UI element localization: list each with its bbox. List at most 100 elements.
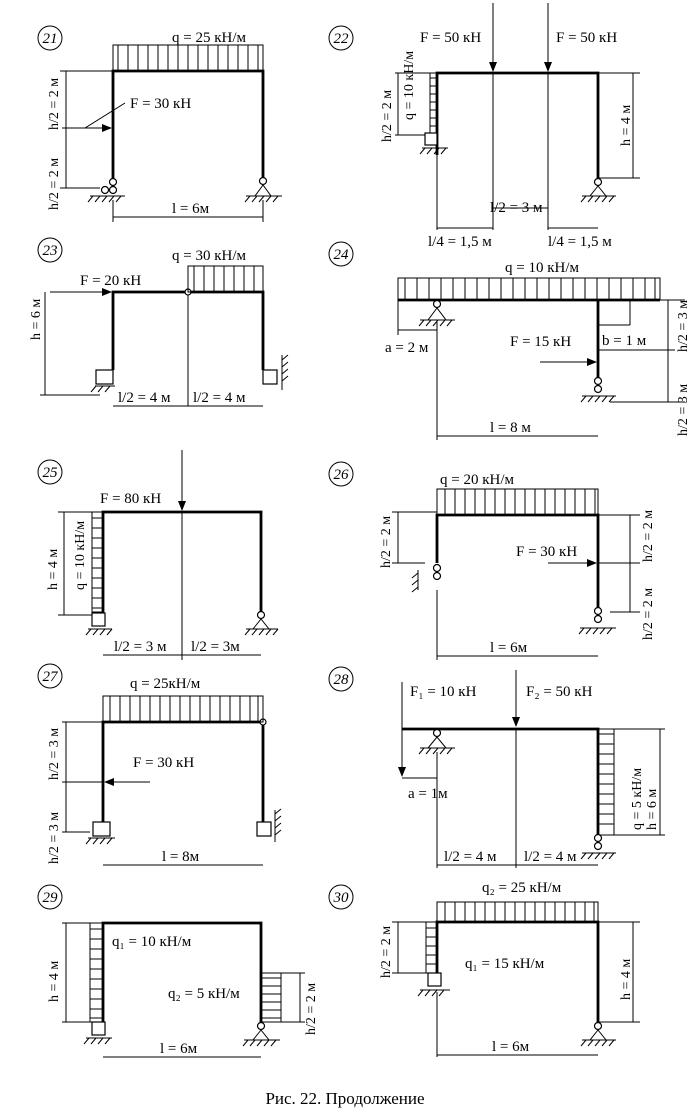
distributed-load xyxy=(597,728,615,836)
h-label: h = 4 м xyxy=(47,961,62,1002)
frame xyxy=(435,513,600,608)
distributed-load-q1 xyxy=(89,922,104,1023)
load-arrows xyxy=(444,489,596,515)
l-half-left-label: l/2 = 4 м xyxy=(444,849,497,865)
q1-label: q₁ = 10 кН/м xyxy=(112,934,192,950)
q2-label: q₂ = 25 кН/м xyxy=(482,880,562,896)
problem-number: 23 xyxy=(43,243,58,259)
h-half-label: h/2 = 2 м xyxy=(379,926,394,978)
h-top-label: h/2 = 3 м xyxy=(47,728,62,780)
frame xyxy=(435,920,600,1022)
F-label: F = 30 кН xyxy=(130,96,191,112)
problem-23: 23 q = 30 кН/м F = 20 кН h = 6 м l/2 = 4… xyxy=(29,237,289,407)
problem-29: 29 q₁ = 10 кН/м q₂ = 5 кН/м h/2 = 2 м h … xyxy=(37,884,319,1058)
problem-number: 29 xyxy=(43,890,59,906)
l-half-right-label: l/2 = 4 м xyxy=(524,849,577,865)
distributed-load xyxy=(102,695,264,723)
pin-support xyxy=(593,177,603,187)
a-label: a = 1м xyxy=(408,786,448,802)
problem-number-circle xyxy=(37,884,63,910)
roller-support-left xyxy=(95,369,114,385)
q-label: q = 25кН/м xyxy=(130,676,201,692)
problem-number-circle xyxy=(328,884,354,910)
F-label: F = 20 кН xyxy=(80,273,141,289)
load-arrows xyxy=(430,77,437,127)
l-half-right-label: l/2 = 3м xyxy=(191,639,240,655)
problem-26: 26 q = 20 кН/м F = 30 кН h/2 = 2 м h/2 =… xyxy=(328,461,656,660)
frame xyxy=(101,720,265,822)
load-arrows xyxy=(404,278,656,300)
h-bottom-label: h/2 = 3 м xyxy=(47,812,62,864)
l-quarter-right-label: l/4 = 1,5 м xyxy=(548,234,612,250)
F-right-label: F = 50 кН xyxy=(556,30,617,46)
problem-number: 25 xyxy=(43,465,59,481)
hinge-support xyxy=(593,376,603,386)
problem-30: 30 q₂ = 25 кН/м q₁ = 15 кН/м h/2 = 2 м xyxy=(328,880,640,1057)
l-half-label: l/2 = 3 м xyxy=(490,200,543,216)
l-label: l = 8 м xyxy=(490,420,531,436)
q-label: q = 10 кН/м xyxy=(402,51,417,120)
h-label: h = 4 м xyxy=(619,105,634,146)
load-arrows xyxy=(92,517,103,609)
h-half-label: h/2 = 2 м xyxy=(304,983,319,1035)
pin-support xyxy=(432,728,442,738)
distributed-load-q1 xyxy=(425,921,438,974)
load-arrows-q1 xyxy=(90,928,103,1019)
F1-label: F₁ = 10 кН xyxy=(410,684,477,700)
problem-number-circle xyxy=(328,241,354,267)
hinge-support xyxy=(432,563,442,573)
load-arrows-q2 xyxy=(444,902,595,922)
problem-28: 28 F₁ = 10 кН F₂ = 50 кН a = 1м q = 5 кН… xyxy=(328,666,665,868)
distributed-load xyxy=(187,265,264,293)
h-top-label: h/2 = 3 м xyxy=(676,300,691,352)
problem-number: 22 xyxy=(334,31,350,47)
distributed-load-q2 xyxy=(260,972,282,1023)
h-top-label: h/2 = 2 м xyxy=(47,78,62,130)
h-bottom-label: h/2 = 2 м xyxy=(47,158,62,210)
problem-number-circle xyxy=(37,459,63,485)
figure-caption: Рис. 22. Продолжение xyxy=(265,1089,424,1108)
load-arrows xyxy=(117,45,259,71)
problem-number: 30 xyxy=(333,890,350,906)
q2-label: q₂ = 5 кН/м xyxy=(168,986,240,1002)
pin-support xyxy=(258,176,268,186)
F-label: F = 15 кН xyxy=(510,334,571,350)
l-half-left-label: l/2 = 4 м xyxy=(118,390,171,406)
pin-support xyxy=(256,610,266,620)
problem-number-circle xyxy=(37,25,63,51)
load-arrows-q2 xyxy=(261,977,281,1019)
l-half-left-label: l/2 = 3 м xyxy=(114,639,167,655)
roller-support xyxy=(91,612,106,627)
h-right-bottom-label: h/2 = 2 м xyxy=(641,588,656,640)
frame xyxy=(435,71,600,178)
frame xyxy=(111,69,265,188)
q-label: q = 25 кН/м xyxy=(172,30,246,46)
q-label: q = 30 кН/м xyxy=(172,248,246,264)
roller-support-right xyxy=(262,369,278,385)
load-arrows-q1 xyxy=(426,927,437,965)
problem-25: 25 q = 10 кН/м F = 80 кН h = 4 м l/2 = 3… xyxy=(37,450,279,660)
pin-support xyxy=(256,1021,266,1031)
hinge-support xyxy=(108,177,118,187)
problem-number-circle xyxy=(37,663,63,689)
q1-label: q₁ = 15 кН/м xyxy=(465,956,545,972)
l-label: l = 8м xyxy=(162,849,200,865)
q-label: q = 20 кН/м xyxy=(440,472,514,488)
problem-number: 26 xyxy=(334,467,350,483)
h-bottom-label: h/2 = 3 м xyxy=(676,384,691,436)
F2-label: F₂ = 50 кН xyxy=(526,684,593,700)
F-label: F = 30 кН xyxy=(516,544,577,560)
F-label: F = 80 кН xyxy=(100,491,161,507)
l-label: l = 6м xyxy=(492,1039,530,1055)
distributed-load-q2 xyxy=(436,901,599,923)
problem-number: 27 xyxy=(43,669,60,685)
l-label: l = 6м xyxy=(490,640,528,656)
problem-24: 24 q = 10 кН/м a = 2 м F = 15 кН b = xyxy=(328,241,691,440)
problem-21: 21 q = 25 кН/м F = 30 кН h/2 = 2 м h/2 =… xyxy=(37,25,282,222)
h-right-top-label: h/2 = 2 м xyxy=(641,510,656,562)
distributed-load xyxy=(91,511,104,613)
leader-line xyxy=(84,102,126,129)
a-label: a = 2 м xyxy=(385,340,429,356)
h-label: h = 4 м xyxy=(46,549,61,590)
